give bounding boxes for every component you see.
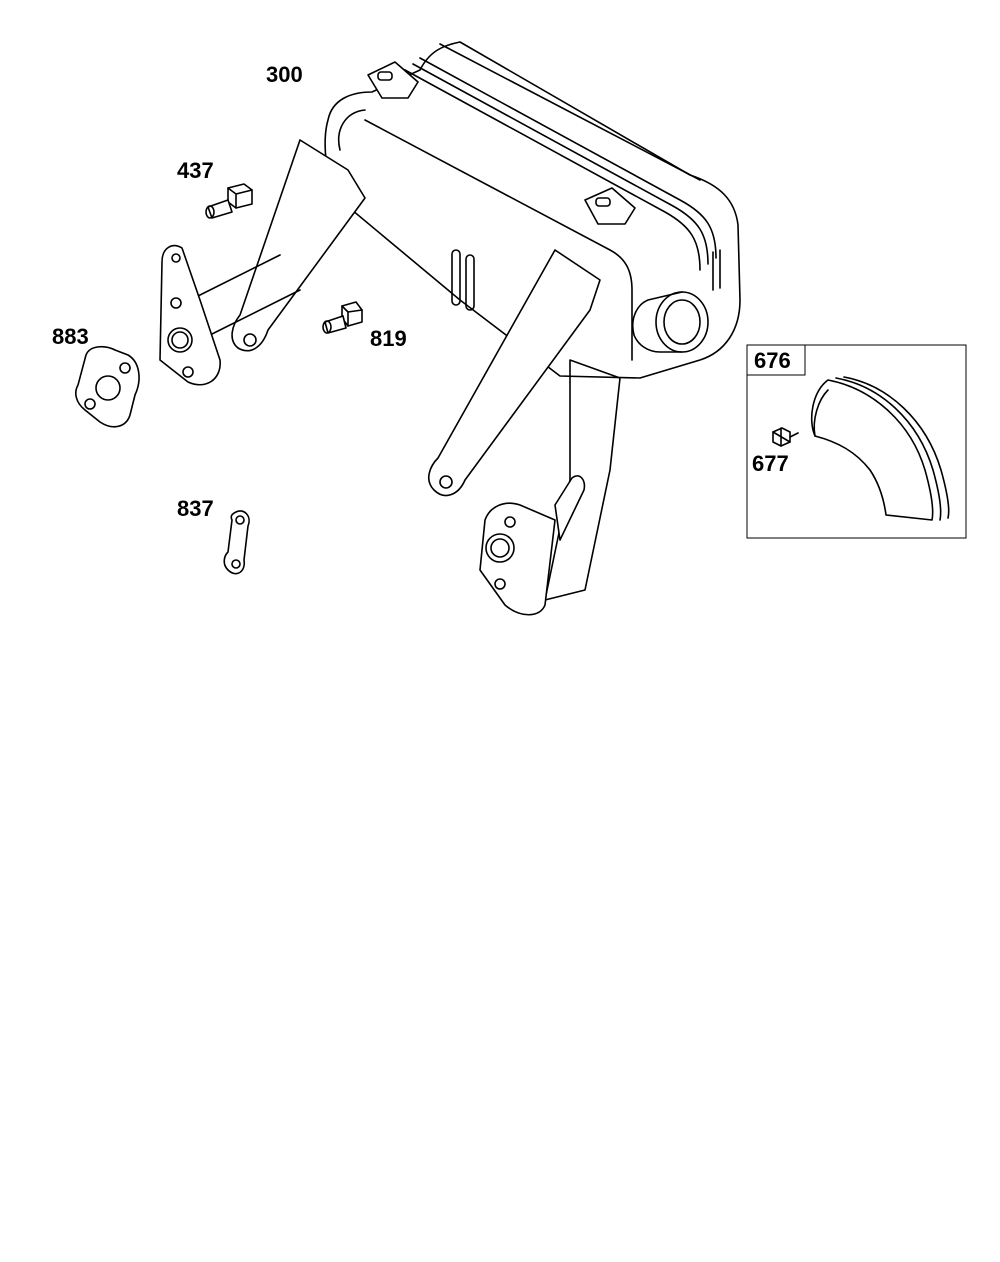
- part-label-300: 300: [266, 62, 303, 87]
- screw-677-part: [772, 427, 799, 447]
- screw-819-part: [322, 301, 363, 334]
- kit-676-box: [746, 344, 967, 539]
- deflector-676-part: [810, 376, 950, 521]
- part-label-819: 819: [370, 326, 407, 351]
- part-label-437: 437: [177, 158, 214, 183]
- part-label-883: 883: [52, 324, 89, 349]
- screw-437-part: [205, 183, 253, 219]
- lock-plate-837-part: [223, 510, 250, 575]
- muffler-part: [159, 41, 741, 616]
- part-label-676: 676: [754, 348, 791, 373]
- part-label-837: 837: [177, 496, 214, 521]
- gasket-883-part: [75, 345, 140, 428]
- part-label-677: 677: [752, 451, 789, 476]
